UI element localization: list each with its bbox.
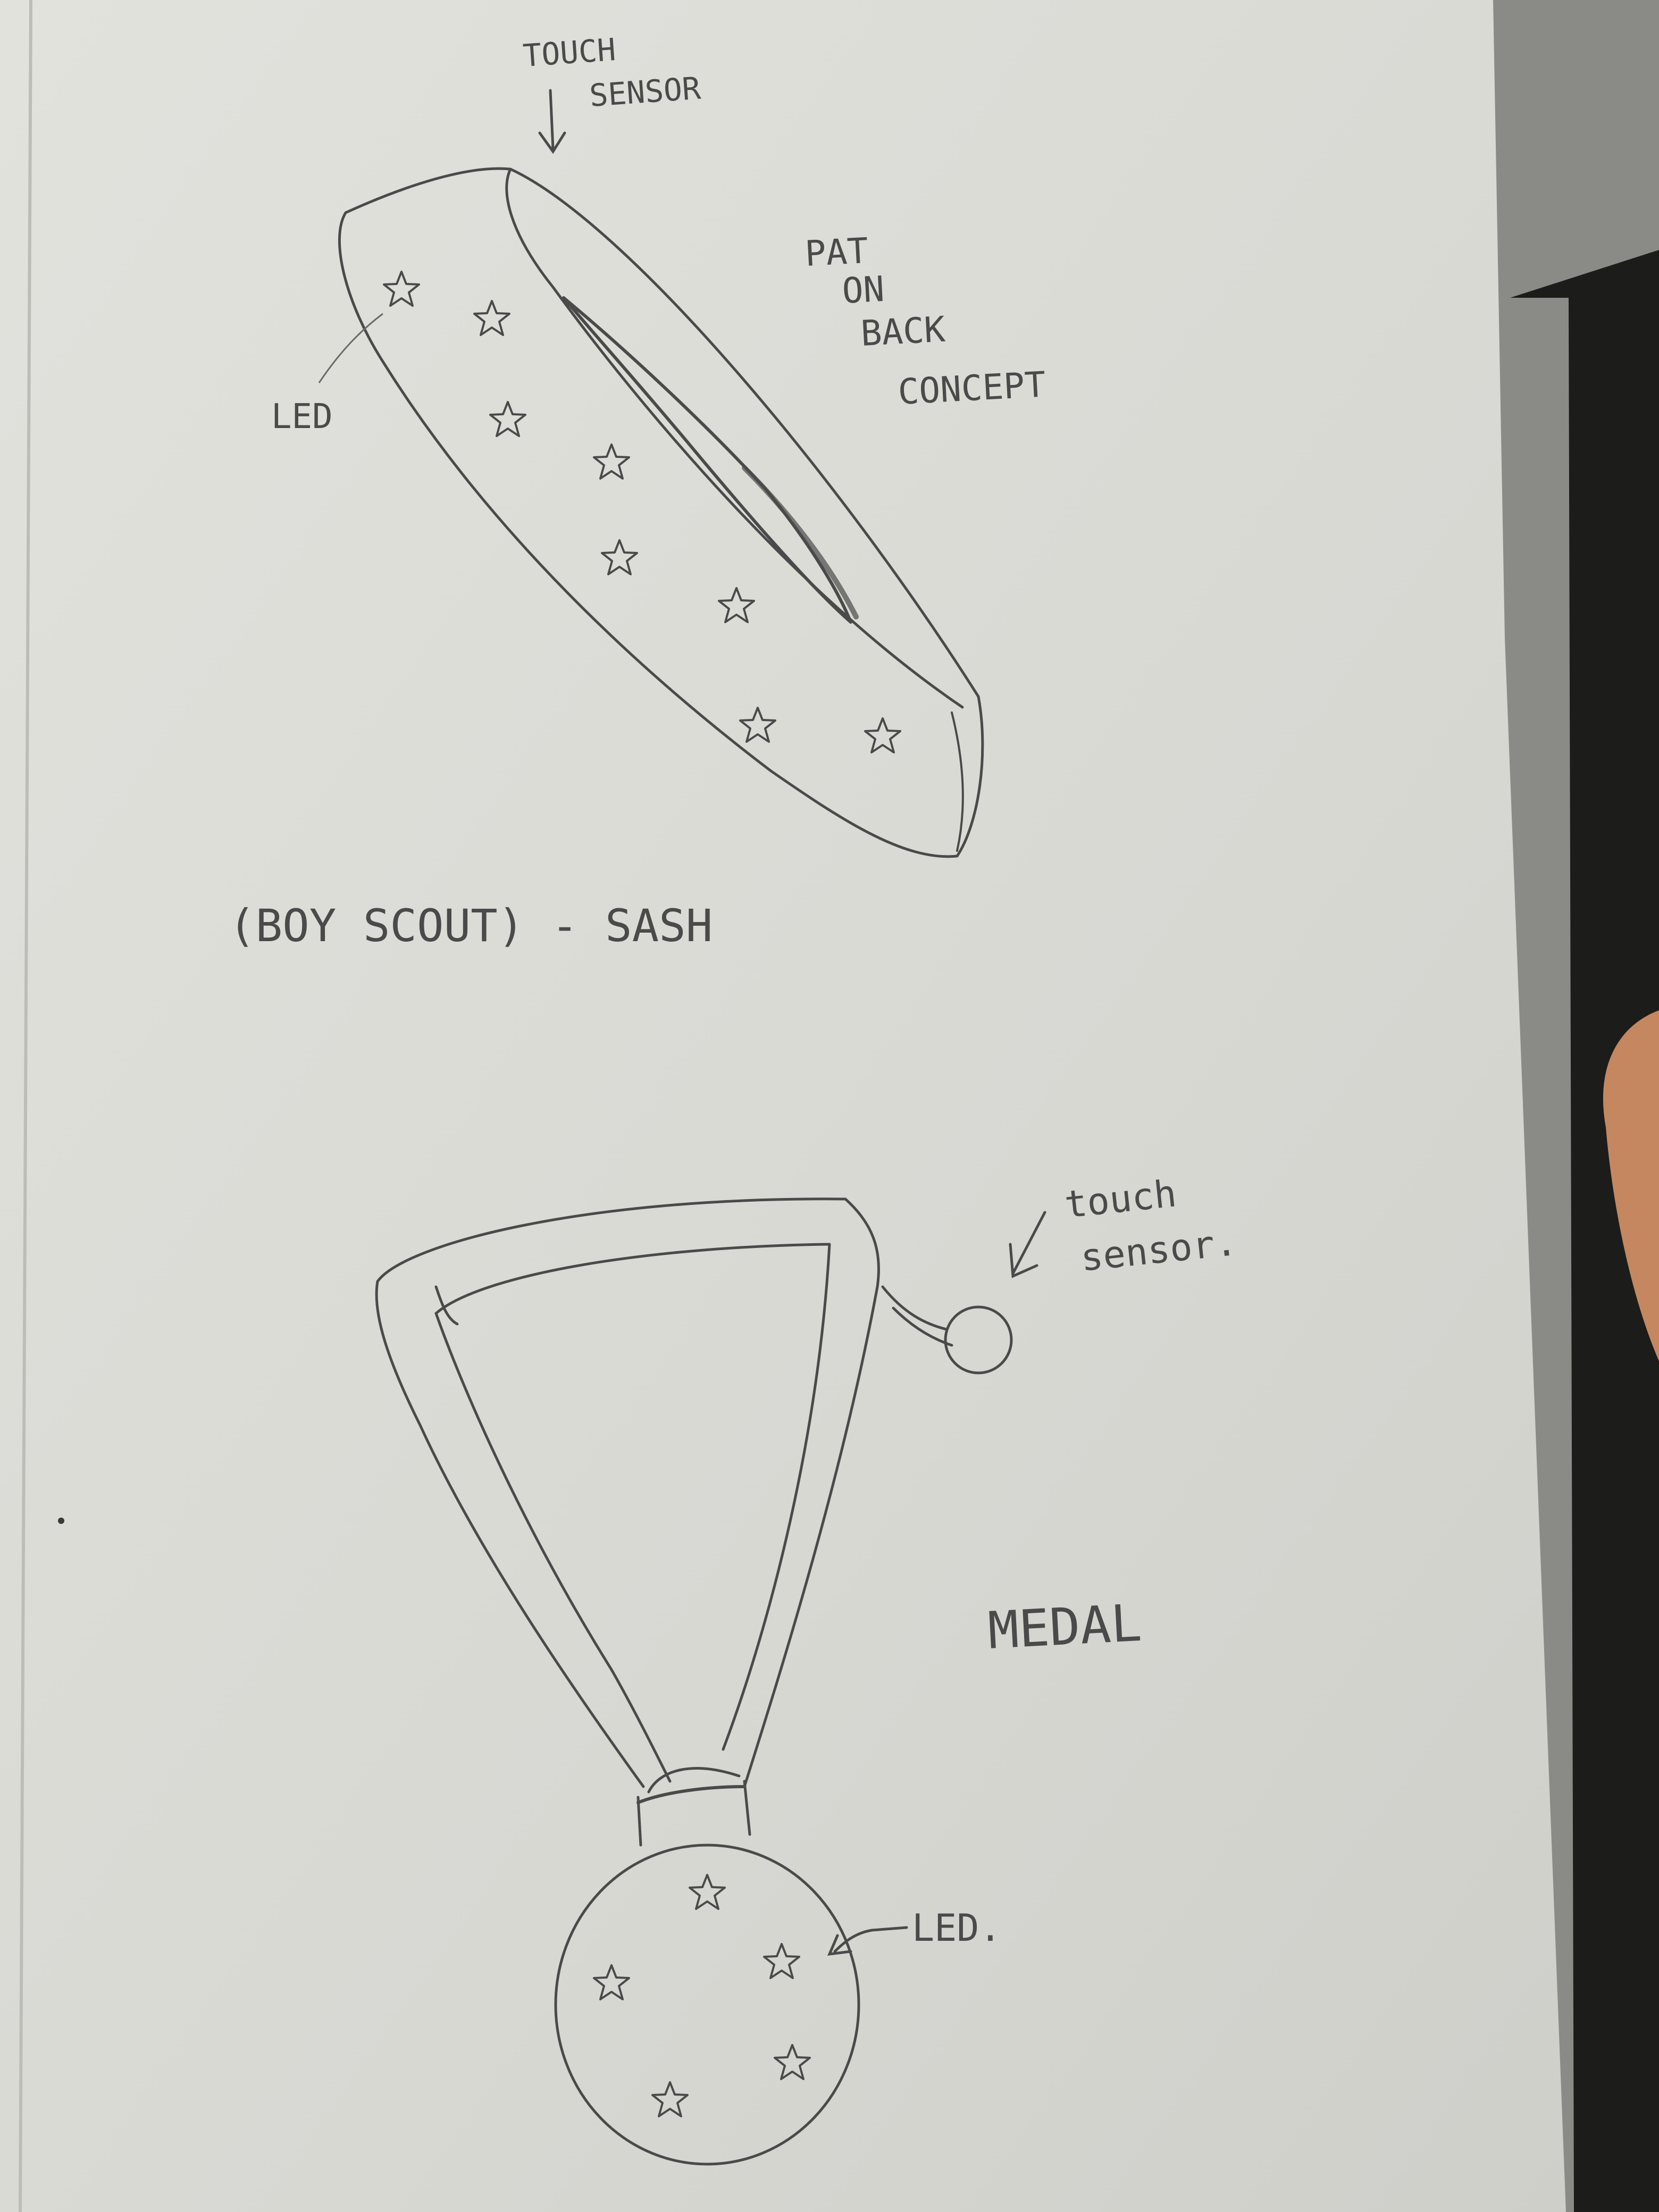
medal-title: MEDAL [986,1593,1143,1661]
concept-line-3: BACK [860,309,946,354]
concept-line-1: PAT [804,230,869,274]
concept-line-2: ON [841,269,885,312]
sash-led-label: LED [271,397,333,437]
sash-caption: (BOY SCOUT) - SASH [229,900,713,952]
concept-line-4: CONCEPT [897,364,1047,413]
paper-sheet [0,0,1566,2212]
sash-touch-label-1: TOUCH [522,31,617,74]
medal-led-label: LED. [912,1906,1002,1950]
pencil-dot [58,1518,64,1524]
